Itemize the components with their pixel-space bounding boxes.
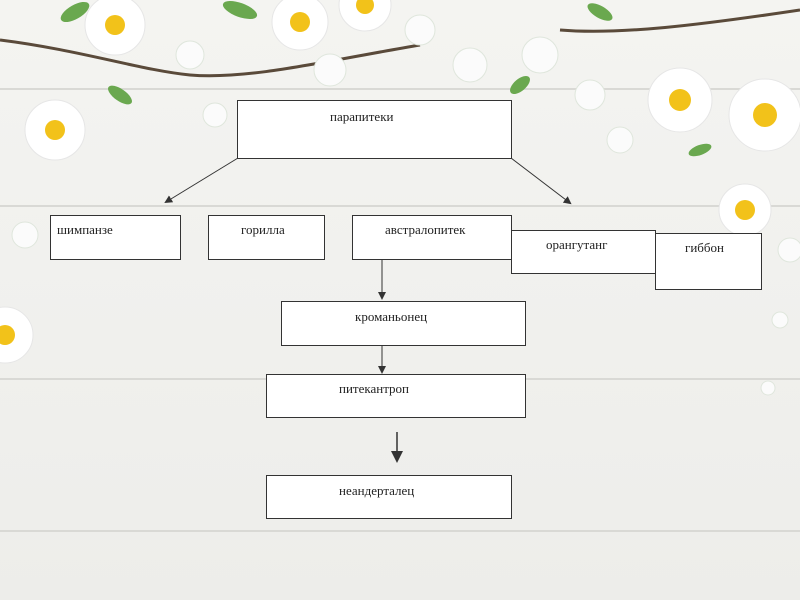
- box-chimpanzee: шимпанзе: [50, 215, 181, 260]
- box-chimpanzee-label: шимпанзе: [57, 222, 113, 237]
- plank-seam: [0, 88, 800, 90]
- box-root-label: парапитеки: [330, 109, 394, 124]
- box-pithecanthropus: питекантроп: [266, 374, 526, 418]
- arrow-root-to-chimpanzee: [164, 157, 239, 204]
- box-gibbon-label: гиббон: [685, 240, 724, 255]
- box-gorilla-label: горилла: [241, 222, 285, 237]
- plank-seam: [0, 530, 800, 532]
- plank-seam: [0, 205, 800, 207]
- box-neanderthal: неандерталец: [266, 475, 512, 519]
- box-cro-magnon: кроманьонец: [281, 301, 526, 346]
- box-root: парапитеки: [237, 100, 512, 159]
- box-australopithecus-label: австралопитек: [385, 222, 466, 237]
- blossoms: [11, 14, 800, 396]
- box-cro-magnon-label: кроманьонец: [355, 309, 428, 324]
- box-pithecanthropus-label: питекантроп: [339, 381, 410, 396]
- daisies: [0, 0, 800, 364]
- box-orangutan: орангутанг: [511, 230, 656, 274]
- branch: [0, 8, 800, 78]
- box-orangutan-label: орангутанг: [546, 237, 608, 252]
- box-neanderthal-label: неандерталец: [339, 483, 415, 498]
- box-gibbon: гиббон: [655, 233, 762, 290]
- box-australopithecus: австралопитек: [352, 215, 512, 260]
- arrow-root-to-orangutan: [510, 157, 572, 205]
- box-gorilla: горилла: [208, 215, 325, 260]
- leaves: [60, 0, 712, 157]
